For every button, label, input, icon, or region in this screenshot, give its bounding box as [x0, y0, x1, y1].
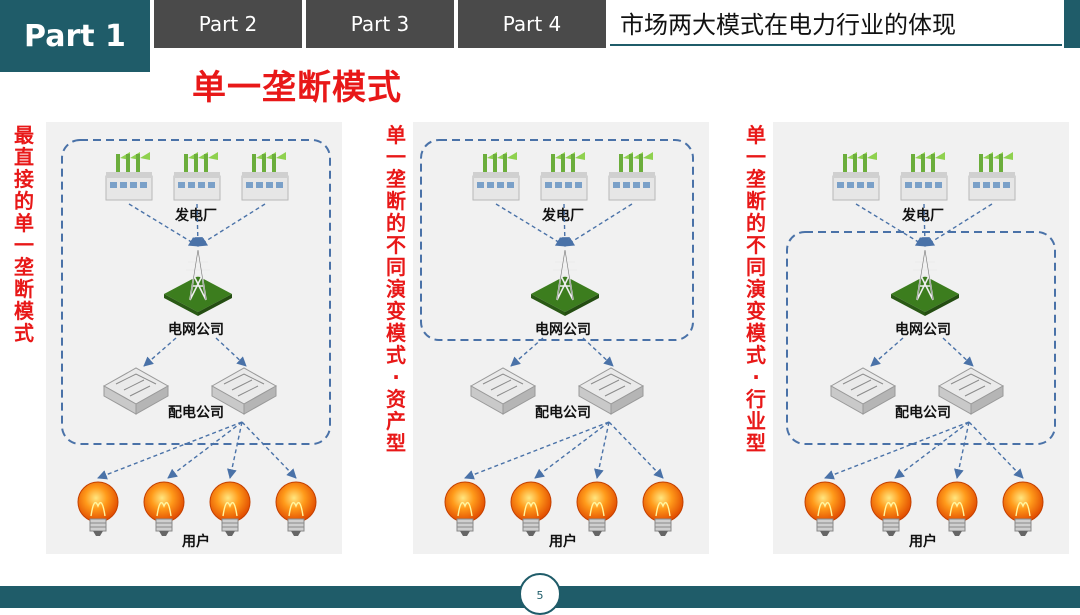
light-bulb-icon: [576, 481, 618, 536]
distribution-building-icon: [210, 367, 278, 415]
light-bulb-icon: [804, 481, 846, 536]
flow-arrow: [608, 421, 664, 479]
light-bulb-icon: [1002, 481, 1044, 536]
power-plant-icon: [900, 152, 948, 201]
power-plant-icon: [241, 152, 289, 201]
light-bulb-icon: [870, 481, 912, 536]
light-bulb-icon: [275, 481, 317, 536]
flow-arrow: [824, 421, 970, 480]
flow-arrow: [968, 421, 1024, 479]
distribution-company-label: 配电公司: [895, 404, 951, 421]
header-edge-decoration: [1064, 0, 1080, 48]
tab-part-3[interactable]: Part 3: [306, 0, 454, 48]
light-bulb-icon: [209, 481, 251, 536]
flow-arrow: [197, 203, 266, 247]
users-label: 用户: [909, 533, 937, 550]
flow-arrow: [510, 337, 544, 367]
flow-arrow: [534, 421, 610, 479]
transmission-tower-icon: [164, 249, 232, 316]
grid-company-label: 电网公司: [168, 321, 224, 338]
light-bulb-icon: [444, 481, 486, 536]
flow-arrow: [954, 421, 970, 479]
panel-1-side-label: 最直接的单一垄断模式: [14, 123, 34, 345]
page-number: 5: [519, 573, 561, 615]
power-plant-icon: [608, 152, 656, 201]
distribution-building-icon: [937, 367, 1005, 415]
tab-part-2[interactable]: Part 2: [154, 0, 302, 48]
power-plant-icon: [968, 152, 1016, 201]
light-bulb-icon: [510, 481, 552, 536]
flow-arrow: [143, 337, 177, 367]
light-bulb-icon: [143, 481, 185, 536]
flow-arrow: [464, 421, 610, 480]
distribution-company-label: 配电公司: [168, 404, 224, 421]
flow-arrow: [594, 421, 610, 479]
light-bulb-icon: [936, 481, 978, 536]
grid-company-label: 电网公司: [895, 321, 951, 338]
slide-title: 单一垄断模式: [192, 68, 402, 108]
power-plant-icon: [472, 152, 520, 201]
flow-arrow: [924, 203, 993, 247]
light-bulb-icon: [642, 481, 684, 536]
panel-3-side-label: 单一垄断的不同演变模式·行业型: [746, 123, 766, 455]
grid-company-label: 电网公司: [535, 321, 591, 338]
distribution-company-label: 配电公司: [535, 404, 591, 421]
distribution-building-icon: [829, 367, 897, 415]
power-plant-icon: [540, 152, 588, 201]
transmission-tower-icon: [891, 249, 959, 316]
diagram-panel-2: 发电厂电网公司配电公司用户: [413, 122, 709, 554]
section-title: 市场两大模式在电力行业的体现: [610, 0, 1062, 46]
distribution-building-icon: [469, 367, 537, 415]
tab-part-4[interactable]: Part 4: [458, 0, 606, 48]
power-plant-icon: [832, 152, 880, 201]
flow-arrow: [894, 421, 970, 479]
flow-arrow: [227, 421, 243, 479]
distribution-building-icon: [102, 367, 170, 415]
flow-arrow: [564, 203, 633, 247]
boundary-box: [61, 139, 331, 445]
diagram-panel-1: 发电厂电网公司配电公司用户: [46, 122, 342, 554]
flow-arrow: [167, 421, 243, 479]
power-plant-icon: [105, 152, 153, 201]
power-plants-label: 发电厂: [901, 207, 944, 224]
power-plants-label: 发电厂: [541, 207, 584, 224]
flow-arrow: [97, 421, 243, 480]
flow-arrow: [942, 337, 974, 367]
power-plants-label: 发电厂: [174, 207, 217, 224]
flow-arrow: [582, 337, 614, 367]
diagram-panel-3: 发电厂电网公司配电公司用户: [773, 122, 1069, 554]
flow-arrow: [870, 337, 904, 367]
users-label: 用户: [549, 533, 577, 550]
light-bulb-icon: [77, 481, 119, 536]
flow-arrow: [241, 421, 297, 479]
boundary-box: [420, 139, 694, 341]
distribution-building-icon: [577, 367, 645, 415]
transmission-tower-icon: [531, 249, 599, 316]
panel-2-side-label: 单一垄断的不同演变模式·资产型: [386, 123, 406, 455]
tab-part-1[interactable]: Part 1: [0, 0, 150, 72]
users-label: 用户: [182, 533, 210, 550]
boundary-box: [786, 231, 1056, 445]
flow-arrow: [215, 337, 247, 367]
power-plant-icon: [173, 152, 221, 201]
